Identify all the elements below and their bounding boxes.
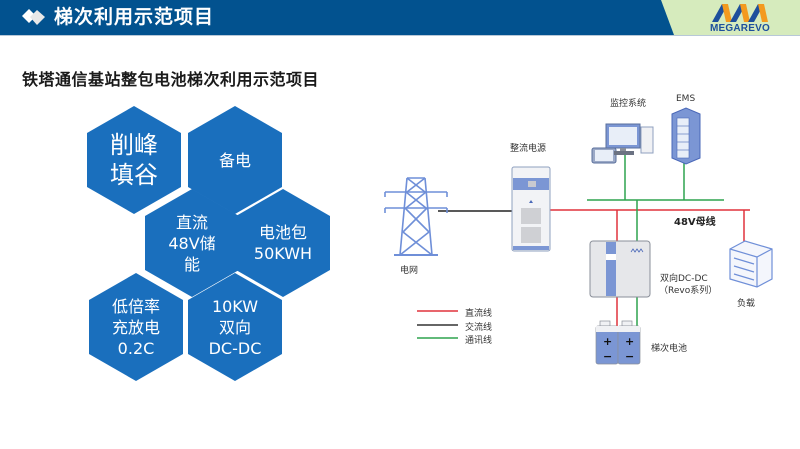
hex-label: 低倍率 充放电 0.2C: [111, 296, 160, 358]
header-divider: [0, 35, 800, 36]
label-monitor: 监控系统: [610, 99, 647, 109]
label-dcdc: 双向DC-DC: [660, 274, 708, 284]
svg-text:−: −: [603, 350, 612, 363]
header-title: 梯次利用示范项目: [54, 6, 215, 28]
battery-icon: + + − −: [595, 320, 641, 365]
hex-label: 10KW 双向 DC-DC: [208, 296, 262, 358]
hex-label: 电池包 50KWH: [253, 223, 313, 263]
legend-label-ac: 交流线: [465, 323, 493, 333]
diamond-icon: [22, 9, 45, 25]
hex-peak-shaving: 削峰 填谷: [87, 106, 181, 214]
ems-server-icon: [671, 107, 701, 165]
header-bar: 梯次利用示范项目 MEGAREVO: [0, 0, 800, 35]
svg-text:+: +: [625, 335, 634, 348]
hex-label: 备电: [218, 150, 251, 170]
label-grid: 电网: [400, 266, 419, 276]
label-load: 负载: [737, 299, 756, 309]
label-bus: 48V母线: [674, 217, 716, 228]
legend-label-comm: 通讯线: [465, 336, 493, 346]
hex-dc-48v-storage: 直流 48V储 能: [145, 189, 239, 297]
label-rectifier: 整流电源: [510, 144, 547, 154]
load-cabinet-icon: [729, 240, 773, 288]
rectifier-cabinet-icon: [511, 166, 551, 252]
header-band: [0, 0, 674, 35]
hex-label: 削峰 填谷: [110, 131, 158, 189]
svg-text:−: −: [625, 350, 634, 363]
label-ems: EMS: [676, 94, 696, 104]
dcdc-converter-icon: [589, 240, 651, 298]
megarevo-logo-icon: [712, 4, 768, 22]
legend-label-dc: 直流线: [465, 309, 493, 319]
brand-name: MEGAREVO: [710, 23, 770, 34]
label-dcdc-series: （Revo系列）: [659, 286, 718, 296]
label-battery: 梯次电池: [651, 344, 688, 354]
svg-text:+: +: [603, 335, 612, 348]
monitor-system-icon: [591, 123, 654, 164]
page-subtitle: 铁塔通信基站整包电池梯次利用示范项目: [22, 70, 320, 89]
power-tower-icon: [384, 177, 448, 256]
hex-label: 直流 48V储 能: [168, 212, 216, 274]
